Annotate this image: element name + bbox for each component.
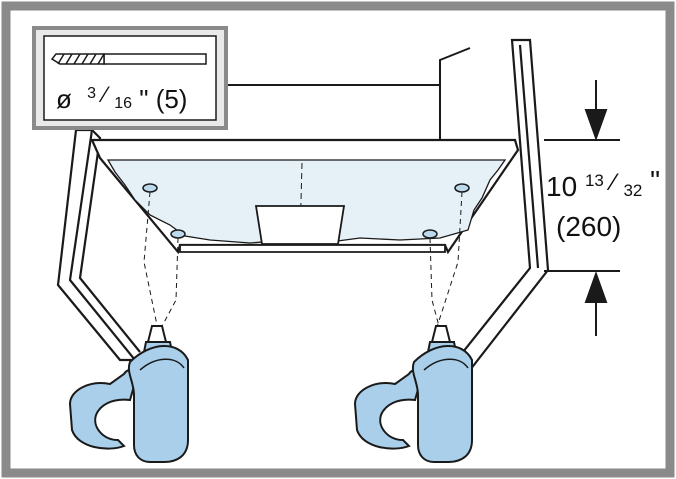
mounting-hole-3 xyxy=(454,183,470,193)
mounting-hole-1 xyxy=(142,183,158,193)
mounting-hole-4 xyxy=(422,229,438,239)
drill-size-metric: (5) xyxy=(156,84,188,114)
drill-bit-callout: ø 3 ⁄ 16 " (5) xyxy=(32,26,228,130)
dimension-metric: (260) xyxy=(556,211,621,242)
drill-guide-lines xyxy=(143,191,463,331)
drill-size-denominator: 16 xyxy=(114,95,132,112)
duct-cutout xyxy=(254,205,346,245)
dimension-denominator: 32 xyxy=(623,181,642,200)
diameter-symbol: ø xyxy=(56,84,72,114)
drill-size-numerator: 3 xyxy=(87,85,96,102)
drill-left xyxy=(68,325,189,463)
cabinet-underside xyxy=(90,138,520,255)
drill-right xyxy=(353,325,473,463)
wall-outline xyxy=(224,47,471,140)
drill-bit-size: ø 3 ⁄ 16 " (5) xyxy=(56,74,187,114)
dimension-markers xyxy=(544,80,620,336)
drill-bit-icon xyxy=(50,53,207,65)
dimension-whole: 10 xyxy=(546,171,577,202)
cabinet-left-side xyxy=(56,128,141,362)
dimension-unit: " xyxy=(650,165,660,196)
dimension-numerator: 13 xyxy=(585,171,604,190)
mounting-hole-2 xyxy=(170,229,186,239)
drill-size-unit: " xyxy=(139,84,148,114)
dimension-imperial: 10 13 ⁄ 32 " xyxy=(546,161,660,202)
